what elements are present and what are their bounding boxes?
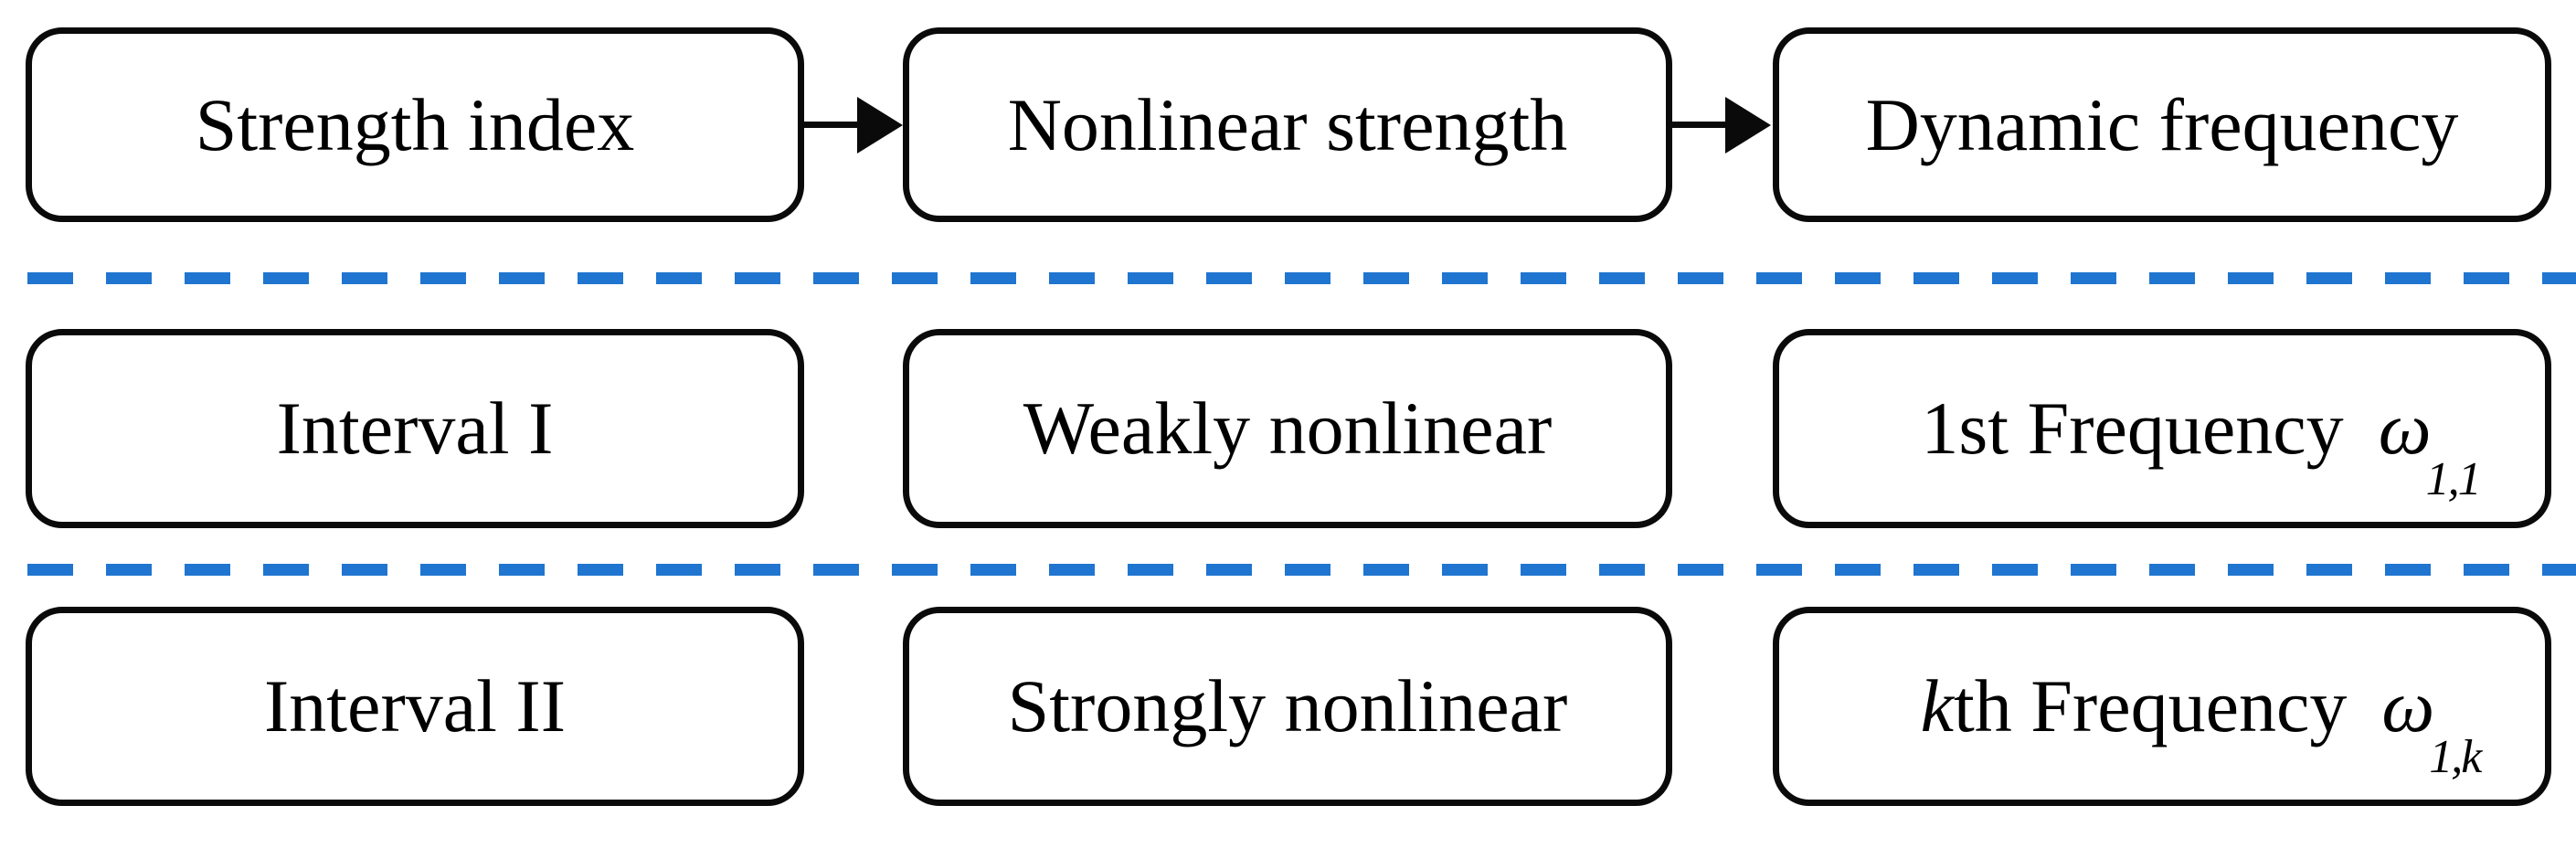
box-dynamic-frequency: Dynamic frequency xyxy=(1773,27,2551,222)
arrowhead-right-icon xyxy=(857,97,903,154)
box-label: 1st Frequency ω1,1 xyxy=(1921,387,2486,504)
omega-glyph: ω xyxy=(2378,387,2432,470)
arrow-shaft xyxy=(1672,122,1733,128)
omega-symbol: ω1,1 xyxy=(2379,391,2486,504)
box-frequency-1: 1st Frequency ω1,1 xyxy=(1773,329,2551,528)
box-strongly-nonlinear: Strongly nonlinear xyxy=(903,607,1672,806)
box-label: Nonlinear strength xyxy=(1007,82,1568,166)
box-interval-1: Interval I xyxy=(26,329,804,528)
omega-symbol: ω1,k xyxy=(2381,669,2486,781)
arrow-shaft xyxy=(804,122,864,128)
box-label: Strongly nonlinear xyxy=(1007,664,1568,747)
box-label: Weakly nonlinear xyxy=(1023,387,1553,470)
box-nonlinear-strength: Nonlinear strength xyxy=(903,27,1672,222)
box-label: Dynamic frequency xyxy=(1865,82,2459,166)
box-label: Interval II xyxy=(263,664,567,747)
dashed-separator-bottom xyxy=(27,564,2576,576)
box-strength-index: Strength index xyxy=(26,27,804,222)
omega-subscript: 1,k xyxy=(2429,731,2482,784)
omega-subscript-k: k xyxy=(2461,731,2482,784)
box-weakly-nonlinear: Weakly nonlinear xyxy=(903,329,1672,528)
frequency-k-italic-prefix: k xyxy=(1920,664,1954,747)
omega-glyph: ω xyxy=(2381,664,2435,747)
box-label: Interval I xyxy=(276,387,554,470)
dashed-separator-top xyxy=(27,272,2576,284)
omega-subscript-number: 1, xyxy=(2429,731,2463,784)
box-interval-2: Interval II xyxy=(26,607,804,806)
omega-subscript: 1,1 xyxy=(2425,453,2482,506)
right-arrow-icon xyxy=(804,97,903,154)
frequency-k-text: th Frequency xyxy=(1954,664,2348,747)
box-label: Strength index xyxy=(195,82,635,166)
right-arrow-icon xyxy=(1672,97,1771,154)
frequency-1-text: 1st Frequency xyxy=(1921,387,2344,470)
arrowhead-right-icon xyxy=(1725,97,1771,154)
